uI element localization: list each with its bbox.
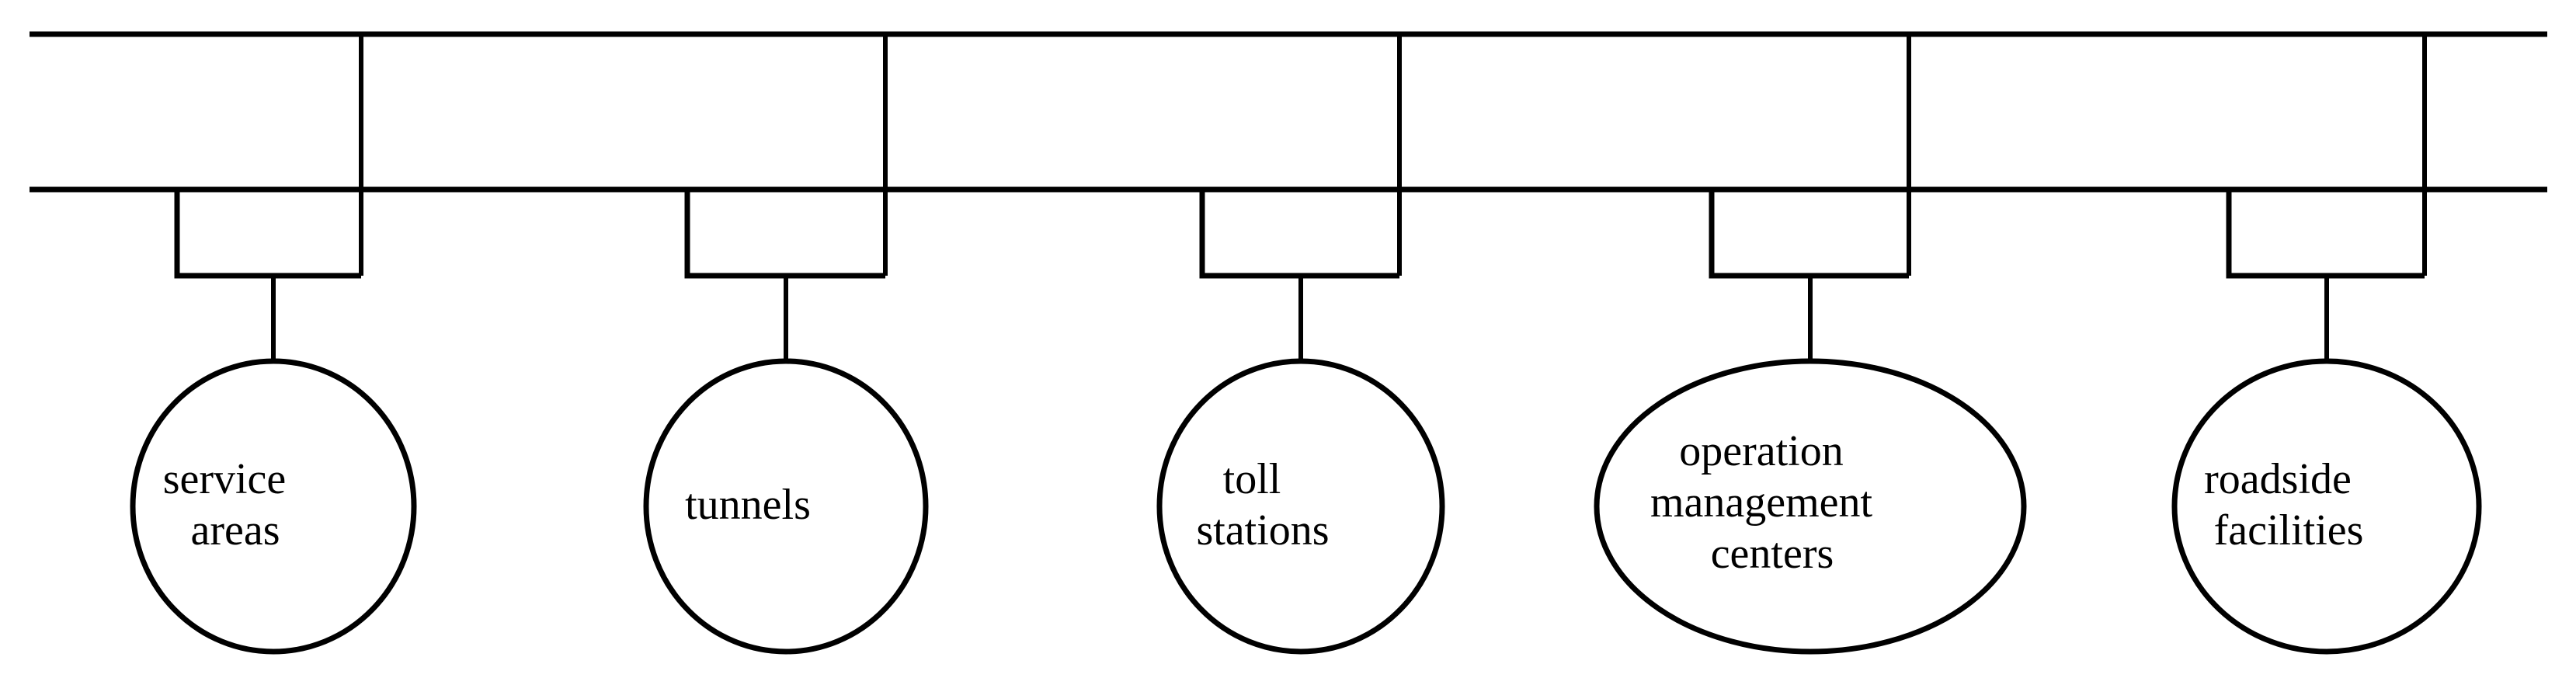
- node-operation-management-centers[interactable]: [1594, 358, 2027, 655]
- node-label-line: areas: [190, 506, 280, 555]
- node-label-line: roadside: [2204, 455, 2352, 503]
- bracket-3: [1199, 189, 1399, 279]
- node-roadside-facilities[interactable]: [2171, 358, 2482, 655]
- node-tunnels[interactable]: [643, 358, 929, 655]
- node-label-tunnels: tunnels: [685, 478, 887, 529]
- branch-group-1: service areas: [130, 34, 417, 655]
- node-label-operation-management-centers: operation management centers: [1650, 427, 1970, 578]
- node-label-line: facilities: [2214, 506, 2364, 555]
- node-label-line: toll: [1223, 455, 1281, 503]
- node-label-line: stations: [1196, 506, 1329, 555]
- node-label-roadside-facilities: roadside facilities: [2204, 455, 2449, 555]
- branch-group-5: roadside facilities: [2171, 34, 2482, 655]
- branch-group-2: tunnels: [643, 34, 929, 655]
- node-label-line: tunnels: [685, 481, 811, 529]
- node-label-line: centers: [1711, 530, 1834, 578]
- branch-group-4: operation management centers: [1594, 34, 2027, 655]
- node-label-service-areas: service areas: [163, 455, 384, 555]
- node-label-line: service: [163, 455, 287, 503]
- branch-group-3: toll stations: [1156, 34, 1445, 655]
- node-label-line: management: [1650, 478, 1873, 527]
- node-toll-stations[interactable]: [1156, 358, 1445, 655]
- node-service-areas[interactable]: [130, 358, 417, 655]
- node-label-toll-stations: toll stations: [1196, 455, 1405, 555]
- bracket-1: [174, 189, 361, 279]
- bracket-4: [1709, 189, 1909, 279]
- node-label-line: operation: [1679, 427, 1843, 475]
- bus-lines-group: [30, 31, 2547, 193]
- bracket-2: [684, 189, 885, 279]
- bracket-5: [2226, 189, 2425, 279]
